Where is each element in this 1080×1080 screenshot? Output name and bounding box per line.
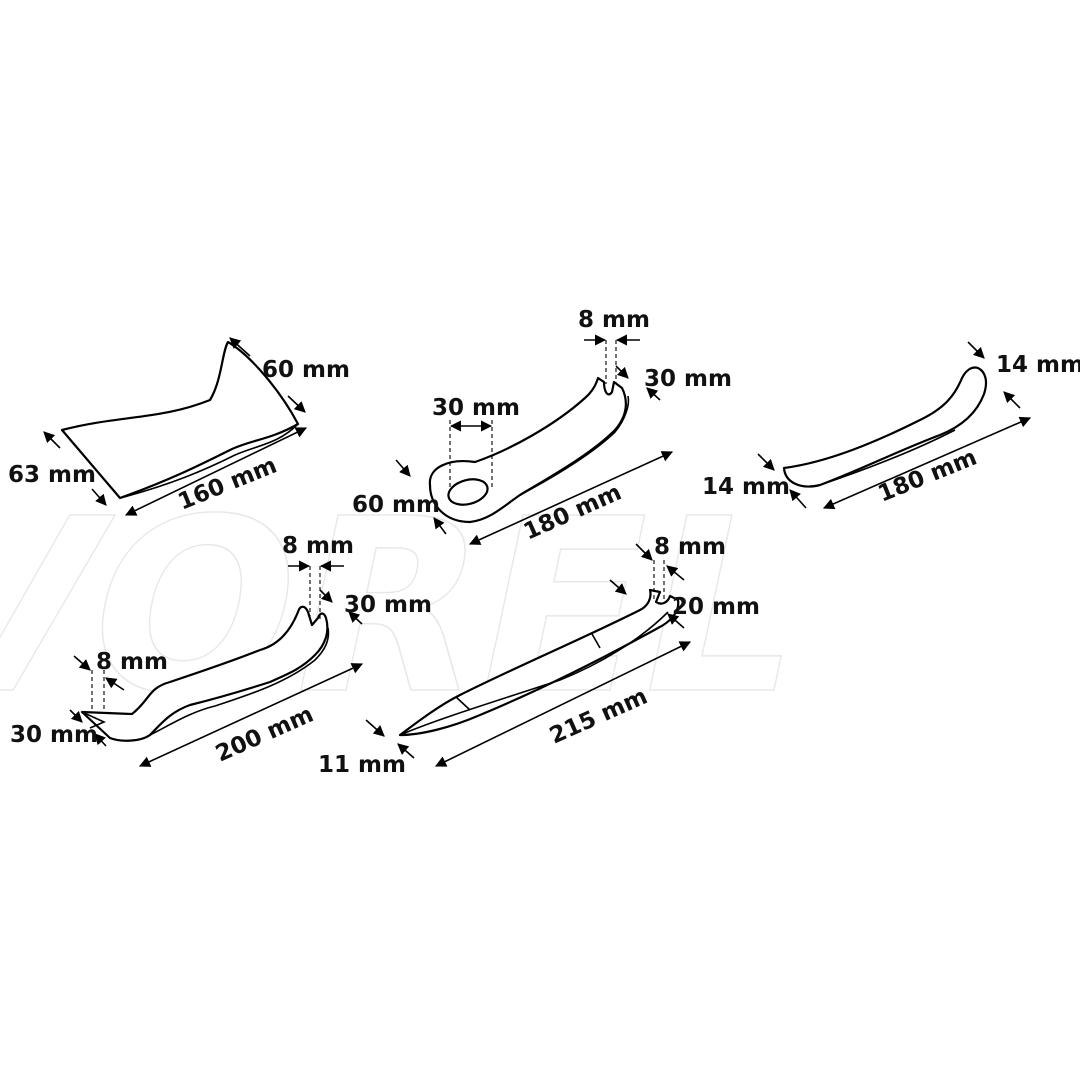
tool-narrow-pry-spoon: 14 mm 14 mm 180 mm [702,341,1080,510]
dim-4-slot-bottom-arrow-a [73,655,91,671]
dim-4-tip-bottom-label: 30 mm [10,722,98,748]
dim-2-tip-arrow-a [615,365,629,379]
dim-2-height-arrow-b [433,517,447,535]
dim-4-tip-bottom-arrow-b [94,733,107,747]
dim-2-height-label: 60 mm [352,492,440,518]
dim-2-length-line [468,451,674,545]
tool-4-notch [81,711,106,729]
dim-1-width-label: 60 mm [262,357,350,383]
dim-4-tip-bottom-arrow-a [69,709,83,723]
dim-5-tip-label: 20 mm [672,594,760,620]
dim-4-length-line [138,663,364,767]
dim-3-tip-label: 14 mm [996,352,1080,378]
dim-4-tip-top-arrow-b [348,611,363,625]
dim-5-base-arrow-a [365,719,385,737]
dim-4-slot-bottom-label: 8 mm [96,649,168,675]
dim-2-tip-arrow-b [646,387,661,401]
dim-2-tip-label: 30 mm [644,366,732,392]
dim-3-length-line [822,416,1032,510]
dim-1-width-arrow-b [287,395,306,413]
dim-1-height-arrow-a [43,431,61,449]
dim-1-height-arrow-b [91,488,107,506]
dim-2-height-arrow-a [395,459,411,477]
dim-5-slot-arrow-a [635,543,653,561]
dim-5-tip-arrow-a [609,579,627,595]
dim-1-length-line [124,427,308,516]
dim-5-slot-arrow-b [666,565,685,581]
dim-5-base-arrow-b [397,743,415,759]
dim-4-tip-top-label: 30 mm [344,592,432,618]
dim-3-base-arrow-b [789,489,807,509]
dim-5-tip-arrow-b [667,613,685,629]
dim-3-base-label: 14 mm [702,474,790,500]
dim-2-slot-label: 8 mm [578,307,650,333]
dim-2-ring-label: 30 mm [432,395,520,421]
dim-1-width-arrow-a [229,337,251,357]
dim-3-tip-arrow-b [1003,391,1021,409]
dim-5-base-label: 11 mm [318,752,406,778]
dim-3-base-arrow-a [757,453,775,471]
dim-5-length-line [434,641,692,767]
dim-4-slot-bottom-arrow-b [105,677,125,691]
dim-1-height-label: 63 mm [8,462,96,488]
dim-4-slot-top-label: 8 mm [282,533,354,559]
dim-4-tip-top-arrow-a [319,589,333,603]
dim-3-tip-arrow-a [967,341,985,359]
dim-5-slot-label: 8 mm [654,534,726,560]
